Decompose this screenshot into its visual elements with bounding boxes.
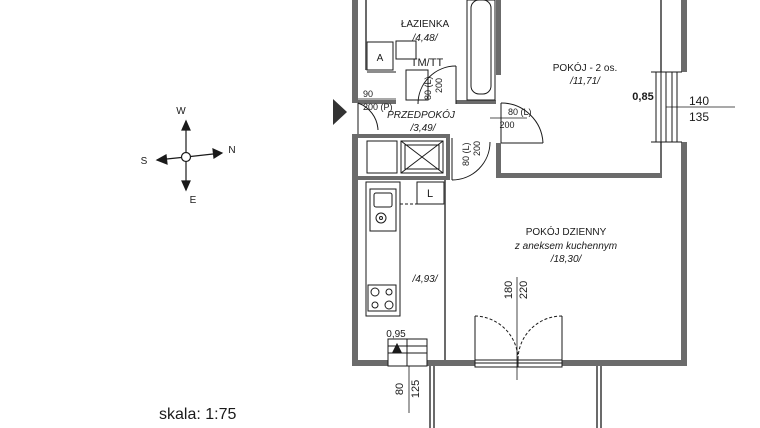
living-door-height: 200	[472, 141, 482, 156]
wall-kitchen-top	[358, 176, 450, 180]
shaft-box	[400, 140, 444, 174]
wall-bottom-left	[352, 360, 388, 366]
compass-arrow-icon	[181, 119, 191, 131]
living-door	[451, 138, 491, 181]
wall-bottom-right	[562, 360, 687, 366]
wall-left-upper	[352, 0, 358, 103]
washbasin	[366, 41, 394, 71]
kitchen-window-width: 80	[394, 383, 406, 395]
kitchen-counter	[365, 181, 401, 317]
wc	[395, 40, 417, 60]
living-window-height: 220	[518, 281, 530, 299]
bed-window-width: 140	[689, 94, 709, 108]
compass-arrow-icon	[212, 148, 224, 160]
compass-arrow-icon	[181, 180, 191, 192]
compass-n: N	[228, 145, 235, 156]
wall-bathroom-bottom-left	[358, 100, 396, 104]
compass-s: S	[141, 156, 148, 167]
sink-drain	[375, 212, 387, 224]
bathroom-area: /4,48/	[411, 33, 438, 44]
entrance-height: 200 (P)	[363, 102, 393, 112]
hallway-area: /3,49/	[409, 123, 436, 134]
hob-burner	[371, 301, 379, 309]
entrance-width: 90	[363, 89, 373, 99]
shaft-inner	[404, 144, 440, 170]
wall-kitchen-right	[444, 180, 446, 360]
hob-burner	[370, 287, 380, 297]
bed-door-height: 200	[499, 120, 514, 130]
bathroom-door	[417, 65, 457, 105]
walls	[352, 0, 687, 366]
wall-bathroom-inner	[365, 0, 367, 70]
compass-e: E	[190, 195, 197, 206]
tm-tt-label: TM/TT	[411, 57, 444, 69]
entrance-door	[357, 102, 379, 134]
kitchen-window-value: 0,95	[386, 329, 406, 340]
bathroom-name: ŁAZIENKA	[401, 19, 450, 30]
tm-tt-box	[405, 69, 429, 101]
entrance-arrow-icon	[333, 99, 347, 125]
sink-basin	[373, 192, 393, 208]
wall-bedroom-left-upper	[496, 0, 501, 75]
living-door-width: 80 (L)	[461, 142, 471, 166]
compass-w: W	[176, 106, 186, 117]
living-name: POKÓJ DZIENNY	[526, 225, 607, 238]
living-area: /18,30/	[550, 254, 583, 265]
bedroom-name: POKÓJ - 2 os.	[553, 61, 617, 74]
bathtub	[466, 0, 496, 101]
a-box-label: A	[377, 53, 384, 64]
scale-label: skala: 1:75	[159, 406, 236, 423]
balcony-value: 0,85	[632, 91, 653, 103]
wall-right-upper	[681, 0, 687, 72]
compass-center	[180, 151, 192, 163]
balcony-door	[474, 315, 563, 368]
living-subtitle: z aneksem kuchennym	[514, 241, 617, 252]
wall-bathroom-bottom-right	[456, 100, 496, 104]
wall-right-lower	[681, 142, 687, 366]
wall-bedroom-left-lower	[496, 143, 501, 178]
hob-burner	[384, 300, 394, 310]
bedroom-door	[500, 102, 544, 144]
compass-rose	[155, 119, 224, 192]
wall-hallway-bottom-left	[358, 134, 446, 138]
hob	[367, 284, 397, 312]
kitchen-window	[387, 338, 428, 367]
bed-window-height: 135	[689, 110, 709, 124]
wall-bedroom-bottom	[496, 173, 662, 178]
kitchen-area: /4,93/	[411, 274, 438, 285]
bedroom-area: /11,71/	[569, 76, 601, 87]
bath-door-width: 80 (L)	[423, 76, 433, 100]
balcony-railing	[429, 366, 602, 428]
wall-hallway-living	[446, 134, 450, 179]
sink-drain-inner	[379, 216, 383, 220]
l-box-label: L	[427, 188, 433, 200]
utility-boxes	[366, 140, 444, 174]
bathroom-fixtures	[366, 0, 496, 101]
sink	[369, 188, 397, 232]
living-window-width: 180	[503, 281, 515, 299]
bed-door-width: 80 (L)	[508, 107, 532, 117]
compass-arrow-icon	[155, 154, 168, 165]
wall-bottom-mid	[427, 360, 475, 366]
kitchen-window-height: 125	[410, 380, 422, 398]
wall-left-lower	[352, 134, 358, 366]
hob-burner	[385, 288, 393, 296]
bathtub-inner	[470, 0, 492, 95]
hallway-name: PRZEDPOKÓJ	[387, 108, 456, 121]
bath-door-height: 200	[434, 78, 444, 93]
kitchen-fixtures	[365, 181, 445, 317]
cabinet-box	[366, 140, 398, 174]
